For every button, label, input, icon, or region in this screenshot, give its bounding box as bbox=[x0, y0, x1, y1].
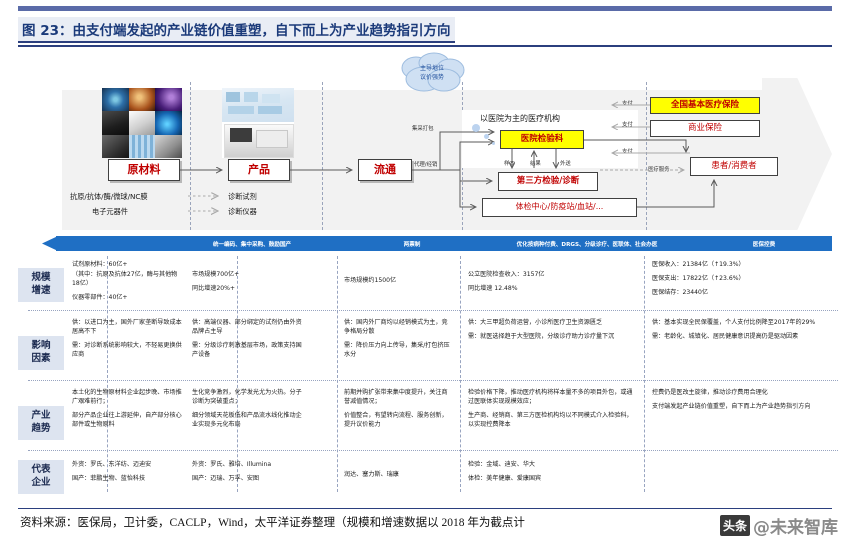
cell-factors-distribution: 供：国内外厂商均以经销模式为主，竞争格局分散 需：降价压力向上传导，集采/打包挤… bbox=[344, 319, 450, 359]
page-title: 图 23：由支付端发起的产业链价值重塑，自下而上为产业趋势指引方向 bbox=[18, 17, 455, 43]
node-commercial-insurance[interactable]: 商业保险 bbox=[650, 120, 760, 137]
row-label-industry-trends: 产业趋势 bbox=[18, 406, 64, 440]
label-outsource: 外送 bbox=[560, 161, 571, 167]
row-label-representative-companies: 代表企业 bbox=[18, 460, 64, 494]
cell-scale-distribution: 市场规模约1500亿 bbox=[344, 277, 397, 284]
value-chain-diagram: 原材料 产品 流通 以医院为主的医疗机构 医院检验科 第三方检验/诊断 体检中心… bbox=[0, 0, 850, 240]
cell-trends-hospital: 检验价格下降，推动医疗机构将样本量不多的项目外包，或通过医联体实现规模效应； 生… bbox=[468, 389, 633, 429]
column-divider-2 bbox=[322, 82, 323, 230]
raw-material-image-collage bbox=[102, 88, 182, 158]
cloud-trail-dot-medium bbox=[484, 134, 489, 139]
cell-factors-upstream: 供：以进口为主，国外厂家垄断导致成本居高不下 需：对诊断系统影响较大，不轻易更换… bbox=[72, 319, 182, 359]
column-divider-1 bbox=[190, 82, 191, 230]
column-divider-4 bbox=[646, 82, 647, 230]
node-hospital-lab[interactable]: 医院检验科 bbox=[500, 130, 584, 149]
dominant-position-cloud: 主导地位 议价强势 bbox=[390, 52, 474, 98]
watermark-text: @未来智库 bbox=[753, 517, 838, 538]
node-checkup-center[interactable]: 体检中心/防疫站/血站/... bbox=[482, 198, 637, 217]
policy-segment-4: 医保控费 bbox=[752, 241, 776, 248]
node-patient-consumer[interactable]: 患者/消费者 bbox=[690, 157, 778, 176]
cell-companies-distribution: 润达、塞力斯、瑞康 bbox=[344, 471, 399, 478]
node-national-basic-medical-insurance[interactable]: 全国基本医疗保险 bbox=[650, 97, 760, 114]
cell-trends-upstream: 本土化的生物原材料企业起步晚、市场推广艰难前行； 部分产品企业往上游延伸，自产部… bbox=[72, 389, 182, 429]
cell-trends-product: 生化竞争激烈，化学发光尤为火热。分子诊断为突破重点； 细分领域天花板低和产品流水… bbox=[192, 389, 302, 429]
policy-segment-1: 统一编码、集中采购、鼓励国产 bbox=[212, 241, 292, 248]
cloud-trail-dot-large bbox=[472, 124, 480, 132]
label-pay-3: 支付 bbox=[622, 149, 633, 155]
watermark: 头条 @未来智库 bbox=[719, 512, 838, 538]
policy-arrow-bar: 统一编码、集中采购、鼓励国产 两票制 优化按病种付费、DRGS、分级诊疗、医联体… bbox=[42, 236, 832, 251]
value-chain-table: 规模增速 试剂原材料：60亿+ （其中：抗原及抗体27亿，酶与其他物18亿） 仪… bbox=[12, 254, 838, 502]
cell-trends-insurance: 控费仍是医改主旋律，推动诊疗费用合理化 支付端发起产业链价值重塑，自下而上为产业… bbox=[652, 389, 811, 411]
policy-segment-3: 优化按病种付费、DRGS、分级诊疗、医联体、社会办医 bbox=[516, 241, 658, 248]
table-row-separator-2 bbox=[28, 380, 838, 381]
policy-arrow-body bbox=[56, 236, 832, 251]
sublabel-product-2: 诊断仪器 bbox=[228, 207, 257, 216]
cell-trends-distribution: 前期并购扩张带来集中度提升，关注商誉减值情况； 价值整合，有望转向流程、服务创新… bbox=[344, 389, 448, 429]
table-divider-1 bbox=[107, 256, 108, 492]
cell-factors-hospital: 供：大三甲超负荷运营，小诊所医疗卫生资源匮乏 需：就医选择趋于大型医院，分级诊疗… bbox=[468, 319, 615, 341]
watermark-badge: 头条 bbox=[719, 514, 750, 536]
node-third-party-testing[interactable]: 第三方检验/诊断 bbox=[498, 172, 598, 191]
policy-segment-2: 两票制 bbox=[403, 241, 421, 248]
footer-rule bbox=[18, 508, 832, 510]
table-divider-5 bbox=[644, 256, 645, 492]
table-divider-3 bbox=[337, 256, 338, 492]
label-result: 结果 bbox=[530, 161, 541, 167]
cell-companies-upstream: 外资：罗氏、东洋纺、迈迪安 国产：菲鹏生物、蓝怡科技 bbox=[72, 461, 152, 483]
table-divider-4 bbox=[460, 256, 461, 492]
row-label-scale-growth: 规模增速 bbox=[18, 268, 64, 302]
cell-factors-insurance: 供：基本实现全民保覆盖，个人支付比例降至2017年的29% 需：老龄化、城镇化、… bbox=[652, 319, 816, 341]
cell-companies-hospital: 检验：金域、迪安、华大 体检：美年健康、爱康国宾 bbox=[468, 461, 542, 483]
cloud-text: 主导地位 议价强势 bbox=[419, 65, 444, 81]
cell-companies-product: 外资：罗氏、雅培、Illumina 国产：迈瑞、万孚、安图 bbox=[192, 461, 272, 483]
cell-factors-product: 供：高端仪器、部分绑定的试剂仍由外资品牌占主导 需：分级诊疗刺激基层市场，政策支… bbox=[192, 319, 302, 359]
table-divider-2 bbox=[237, 256, 238, 492]
cell-scale-product: 市场规模700亿+ 同比增速20%+ bbox=[192, 271, 240, 293]
label-bundled-procurement: 集采打包 bbox=[412, 126, 434, 132]
cloud-trail-dot-small bbox=[492, 142, 495, 145]
diagram-connectors bbox=[180, 0, 850, 240]
sublabel-product-1: 诊断试剂 bbox=[228, 192, 257, 201]
node-distribution[interactable]: 流通 bbox=[358, 159, 412, 181]
cell-scale-insurance: 医保收入：21384亿（↑19.3%） 医保支出：17822亿（↑23.6%） … bbox=[652, 261, 745, 297]
table-row-separator-1 bbox=[28, 310, 838, 311]
row-label-influencing-factors: 影响因素 bbox=[18, 336, 64, 370]
title-bottom-rule bbox=[18, 45, 832, 47]
table-row-separator-3 bbox=[28, 450, 838, 451]
label-pay-1: 支付 bbox=[622, 101, 633, 107]
product-instrument-image bbox=[222, 88, 294, 158]
cell-scale-upstream: 试剂原材料：60亿+ （其中：抗原及抗体27亿，酶与其他物18亿） 仪器零部件：… bbox=[72, 261, 178, 302]
sublabel-raw-1: 抗原/抗体/酶/微球/NC膜 bbox=[70, 192, 148, 201]
node-raw-material[interactable]: 原材料 bbox=[108, 159, 180, 181]
figure-title-row: 图 23：由支付端发起的产业链价值重塑，自下而上为产业趋势指引方向 bbox=[18, 17, 832, 43]
label-pay-2: 支付 bbox=[622, 122, 633, 128]
label-medical-organization: 以医院为主的医疗机构 bbox=[480, 114, 560, 123]
label-medical-service: 医疗服务 bbox=[648, 167, 670, 173]
source-note: 资料来源：医保局，卫计委，CACLP，Wind，太平洋证券整理（规模和增速数据以… bbox=[20, 517, 525, 529]
node-product[interactable]: 产品 bbox=[228, 159, 290, 181]
cell-scale-hospital: 公立医院检查收入：3157亿 同比增速 12.48% bbox=[468, 271, 545, 293]
title-top-rule bbox=[18, 6, 832, 11]
sublabel-raw-2: 电子元器件 bbox=[92, 207, 128, 216]
label-agent-distribution: 代理/经销 bbox=[414, 162, 438, 168]
